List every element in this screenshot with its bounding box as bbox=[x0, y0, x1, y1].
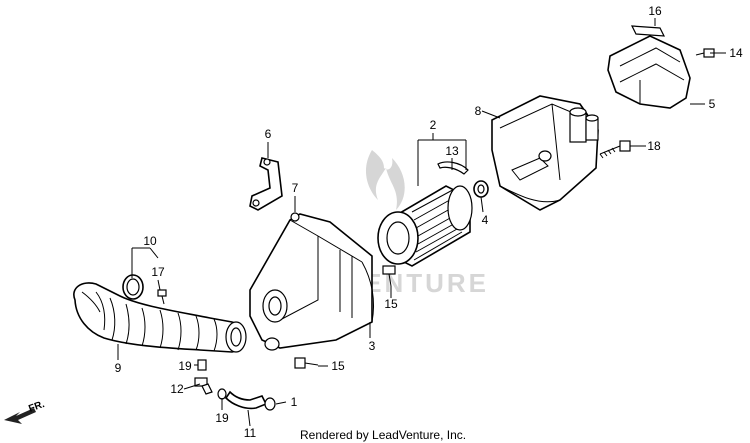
filter-element bbox=[377, 185, 473, 267]
callout-15-lower: 15 bbox=[331, 359, 345, 373]
hose-clamp bbox=[122, 274, 144, 300]
rendered-by-footer: Rendered by LeadVenture, Inc. bbox=[300, 428, 467, 442]
mounting-bracket bbox=[249, 157, 283, 211]
bolt-upper bbox=[382, 265, 396, 287]
callout-18: 18 bbox=[647, 139, 661, 153]
front-direction-arrow: FR. bbox=[4, 399, 46, 424]
callout-1: 1 bbox=[291, 395, 298, 409]
outer-cover bbox=[607, 35, 691, 109]
callout-15-upper: 15 bbox=[384, 297, 398, 311]
callout-19-lower: 19 bbox=[215, 411, 229, 425]
air-cleaner-case bbox=[249, 212, 375, 351]
callout-13: 13 bbox=[445, 144, 459, 158]
front-label: FR. bbox=[27, 399, 46, 415]
callout-17: 17 bbox=[151, 265, 165, 279]
callout-16: 16 bbox=[648, 4, 662, 18]
callout-5: 5 bbox=[709, 97, 716, 111]
clip bbox=[630, 25, 666, 37]
o-ring bbox=[437, 161, 469, 175]
callout-3: 3 bbox=[369, 339, 376, 353]
callout-19-upper: 19 bbox=[178, 359, 192, 373]
clamp-screw bbox=[157, 289, 167, 305]
callout-11: 11 bbox=[244, 426, 257, 440]
callout-6: 6 bbox=[265, 127, 272, 141]
air-cleaner-cover bbox=[491, 95, 599, 211]
callout-9: 9 bbox=[115, 361, 122, 375]
leader-lines bbox=[117, 18, 726, 427]
callout-4: 4 bbox=[482, 213, 489, 227]
callout-2: 2 bbox=[430, 118, 437, 132]
callout-12: 12 bbox=[170, 382, 184, 396]
callout-14: 14 bbox=[729, 46, 743, 60]
wing-nut bbox=[473, 180, 489, 198]
callout-7: 7 bbox=[292, 181, 299, 195]
drain-parts bbox=[194, 359, 276, 411]
bolt-lower bbox=[294, 357, 319, 369]
bolt-18 bbox=[599, 140, 631, 159]
callout-8: 8 bbox=[475, 104, 482, 118]
intake-tube bbox=[73, 282, 247, 353]
callouts: 2 13 4 8 16 14 5 18 6 7 10 17 15 3 15 9 … bbox=[115, 4, 743, 440]
callout-10: 10 bbox=[143, 234, 157, 248]
